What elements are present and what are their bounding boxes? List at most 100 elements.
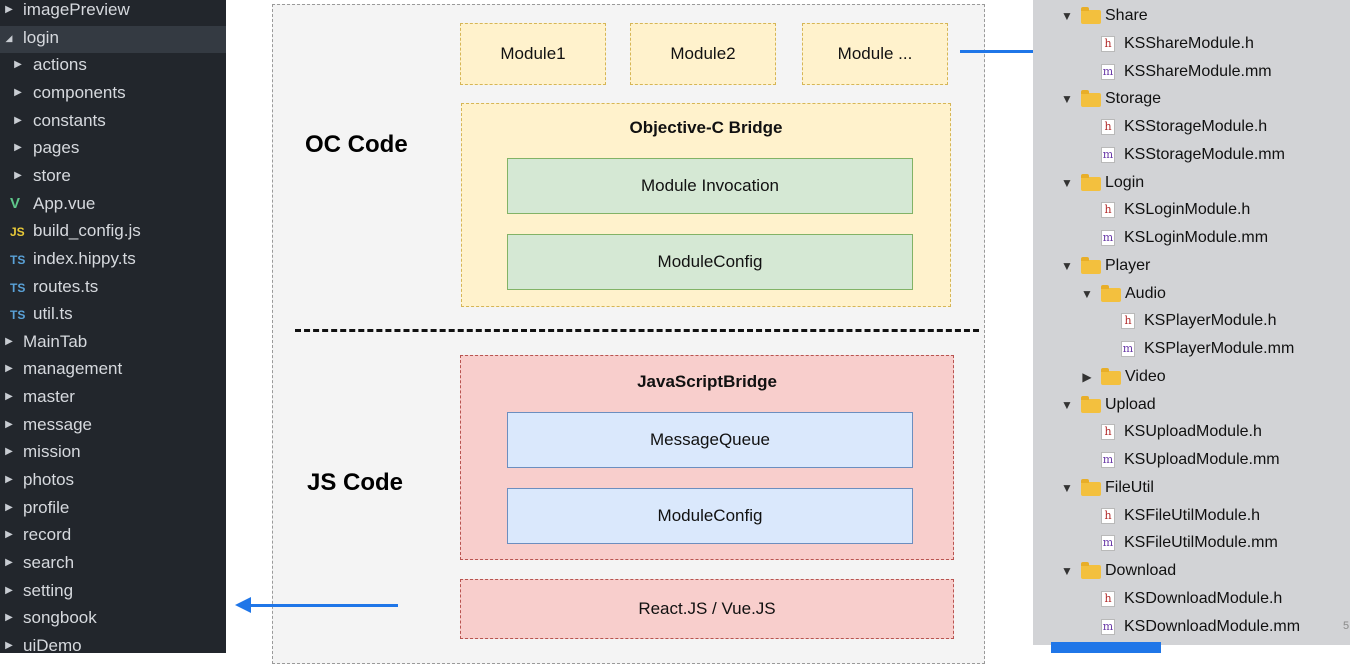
collapsed-arrow-icon[interactable]: ▶ (5, 639, 13, 651)
tree-item-constants[interactable]: ▶constants (0, 109, 226, 136)
navigator-item-ksuploadmodule-mm[interactable]: m KSUploadModule.mm (1033, 448, 1350, 472)
tree-item-store[interactable]: ▶ store (0, 164, 226, 191)
collapsed-arrow-icon[interactable]: ▶ (5, 612, 13, 624)
tree-item-imagepreview[interactable]: ▶ imagePreview (0, 0, 226, 25)
tree-item-label: store (33, 165, 71, 185)
file-label: KSLoginModule.mm (1124, 229, 1269, 246)
tree-item-components[interactable]: ▶components (0, 81, 226, 108)
expanded-arrow-icon[interactable]: ◢ (5, 32, 13, 43)
js-code-label: JS Code (307, 469, 404, 496)
tree-item-pages[interactable]: ▶pages (0, 136, 226, 163)
navigator-item-login[interactable]: ▼Login (1033, 171, 1350, 195)
navigator-item-video[interactable]: ▶ Video (1033, 365, 1350, 389)
collapsed-arrow-icon[interactable]: ▶ (5, 363, 13, 375)
tree-item-login[interactable]: ◢login (0, 25, 226, 53)
objective-c-bridge: Objective-C Bridge Module Invocation Mod… (461, 103, 951, 307)
disclosure-expanded-icon[interactable]: ▼ (1061, 397, 1073, 412)
navigator-item-audio[interactable]: ▼Audio (1033, 282, 1350, 306)
tree-item-maintab[interactable]: ▶MainTab (0, 330, 226, 357)
disclosure-expanded-icon[interactable]: ▼ (1061, 480, 1073, 495)
collapsed-arrow-icon[interactable]: ▶ (5, 446, 13, 458)
tree-item-label: routes.ts (33, 276, 99, 296)
folder-label: FileUtil (1105, 478, 1154, 496)
navigator-item-fileutil[interactable]: ▼ FileUtil (1033, 476, 1350, 500)
folder-label: Video (1125, 367, 1166, 385)
tree-item-master[interactable]: ▶master (0, 385, 226, 412)
collapsed-arrow-icon[interactable]: ▶ (5, 335, 13, 347)
tree-item-management[interactable]: ▶management (0, 357, 226, 384)
objective-c-bridge-title: Objective-C Bridge (629, 118, 783, 137)
navigator-item-upload[interactable]: ▼Upload (1033, 393, 1350, 417)
disclosure-expanded-icon[interactable]: ▼ (1081, 286, 1093, 301)
collapsed-arrow-icon[interactable]: ▶ (5, 584, 13, 596)
file-label: KSPlayerModule.mm (1144, 340, 1295, 357)
collapsed-arrow-icon[interactable]: ▶ (14, 86, 22, 98)
objc-source-file-icon: m (1101, 452, 1115, 468)
header-file-icon: h (1101, 202, 1115, 219)
tree-item-label: profile (23, 497, 70, 517)
architecture-diagram: OC Code JS Code Module1 Module2 Module .… (272, 4, 985, 664)
folder-icon (1101, 284, 1121, 302)
collapsed-arrow-icon[interactable]: ▶ (14, 169, 22, 181)
collapsed-arrow-icon[interactable]: ▶ (5, 501, 13, 513)
javascript-bridge: JavaScriptBridge MessageQueue ModuleConf… (460, 355, 954, 560)
tree-item-message[interactable]: ▶message (0, 413, 226, 440)
collapsed-arrow-icon[interactable]: ▶ (14, 142, 22, 154)
disclosure-expanded-icon[interactable]: ▼ (1061, 564, 1073, 578)
collapsed-arrow-icon[interactable]: ▶ (5, 557, 13, 568)
navigator-item-storage[interactable]: ▼ Storage (1033, 87, 1350, 111)
file-label: KSUploadModule.mm (1124, 451, 1280, 468)
header-file-icon: h (1101, 35, 1115, 52)
navigator-item-download[interactable]: ▼Download (1033, 559, 1350, 583)
navigator-item-share[interactable]: ▼Share (1033, 4, 1350, 28)
tree-item-photos[interactable]: ▶photos (0, 468, 226, 495)
tree-item-actions[interactable]: ▶actions (0, 53, 226, 80)
collapsed-arrow-icon[interactable]: ▶ (14, 59, 22, 71)
tree-item-record[interactable]: ▶record (0, 523, 226, 550)
header-file-icon: h (1121, 313, 1135, 330)
tree-item-profile[interactable]: ▶ profile (0, 496, 226, 523)
disclosure-expanded-icon[interactable]: ▼ (1061, 9, 1073, 23)
module-box-1: Module1 (460, 23, 606, 85)
disclosure-expanded-icon[interactable]: ▼ (1061, 258, 1073, 273)
tree-item-label: search (23, 553, 75, 572)
tree-item-search[interactable]: ▶ search (0, 551, 226, 578)
header-file-icon: h (1101, 119, 1115, 135)
navigator-item-player[interactable]: ▼Player (1033, 254, 1350, 278)
disclosure-expanded-icon[interactable]: ▼ (1061, 92, 1073, 107)
collapsed-arrow-icon[interactable]: ▶ (5, 4, 13, 15)
disclosure-collapsed-icon[interactable]: ▶ (1082, 369, 1092, 384)
tree-item-mission[interactable]: ▶mission (0, 440, 226, 467)
collapsed-arrow-icon[interactable]: ▶ (5, 474, 13, 486)
tree-item-songbook[interactable]: ▶songbook (0, 606, 226, 633)
disclosure-expanded-icon[interactable]: ▼ (1061, 175, 1073, 190)
folder-label: Storage (1105, 90, 1162, 108)
tree-item-label: imagePreview (23, 0, 130, 19)
file-label: KSDownloadModule.mm (1124, 617, 1301, 635)
objc-source-file-icon: m (1101, 146, 1115, 163)
tree-item-uidemo[interactable]: ▶uiDemo (0, 634, 226, 653)
tree-item-setting[interactable]: ▶setting (0, 579, 226, 606)
collapsed-arrow-icon[interactable]: ▶ (5, 391, 13, 403)
collapsed-arrow-icon[interactable]: ▶ (14, 114, 22, 126)
collapsed-arrow-icon[interactable]: ▶ (5, 529, 13, 541)
collapsed-arrow-icon[interactable]: ▶ (5, 418, 13, 430)
